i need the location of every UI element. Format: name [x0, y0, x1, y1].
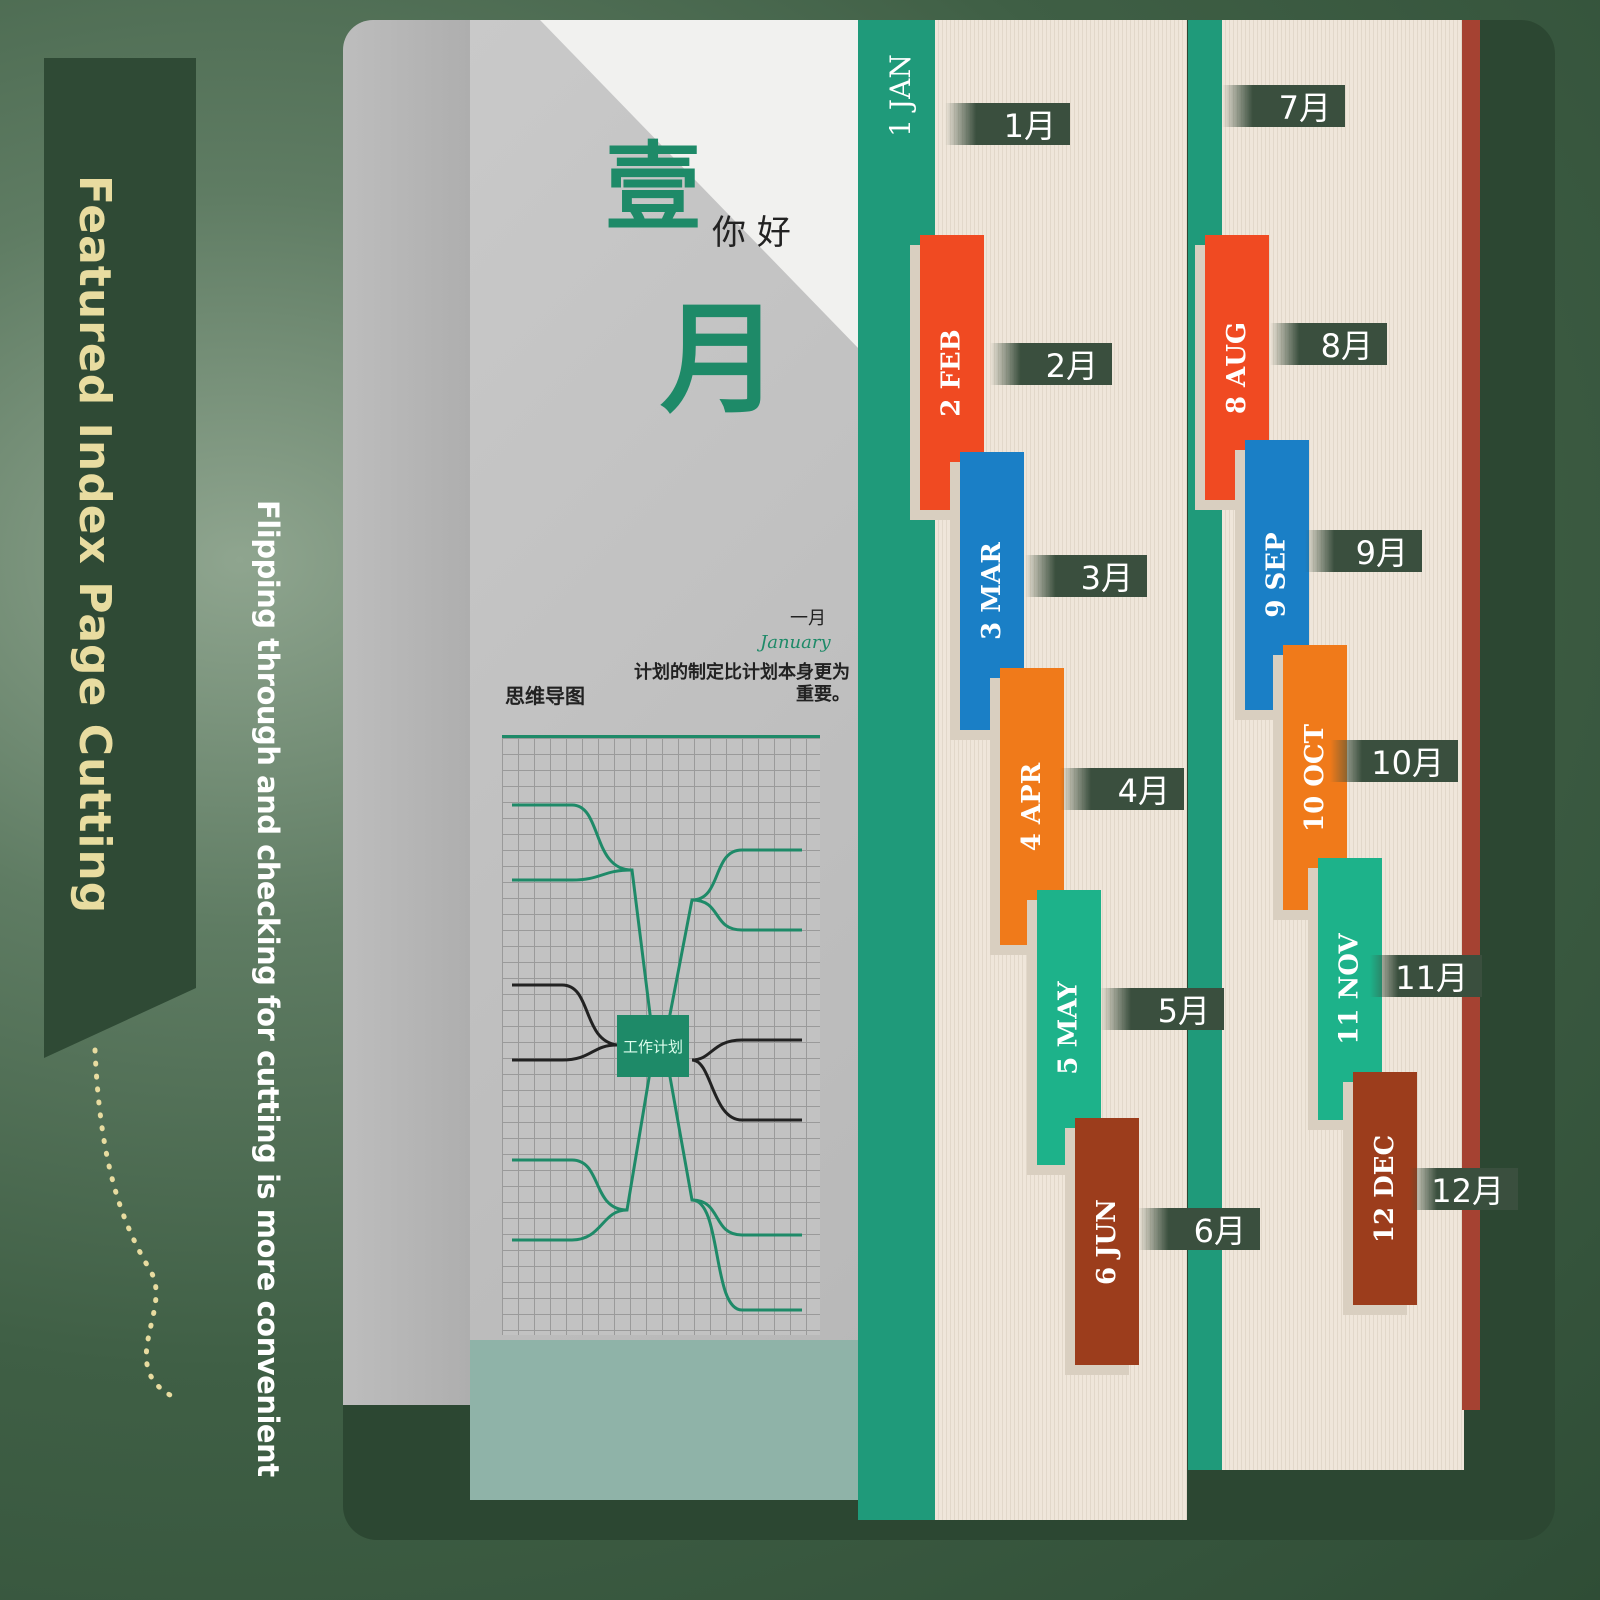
month-label-6: 6月	[1138, 1208, 1260, 1250]
subheadline: Flipping through and checking for cuttin…	[251, 500, 285, 1477]
page-bottom	[470, 1340, 860, 1500]
month-en-label: January	[760, 632, 831, 653]
book-edge	[1462, 20, 1480, 1410]
month-label-7: 7月	[1222, 85, 1345, 127]
title-banner	[44, 58, 196, 1058]
index-tab-dec[interactable]: 12 DEC	[1353, 1072, 1417, 1305]
book-cover	[343, 20, 471, 1405]
index-tab-jun[interactable]: 6 JUN	[1075, 1118, 1139, 1365]
month-label-12: 12月	[1410, 1168, 1518, 1210]
mind-map-center-box: 工作计划	[617, 1015, 689, 1077]
month-label-9: 9月	[1305, 530, 1422, 572]
month-label-8: 8月	[1270, 323, 1387, 365]
greeting: 你 好	[712, 213, 791, 253]
month-label-3: 3月	[1025, 555, 1147, 597]
big-char-month: 月	[660, 289, 780, 430]
dotted-curve-decoration	[92, 1047, 183, 1403]
month-cn-label: 一月	[790, 608, 826, 629]
headline: Featured Index Page Cutting	[69, 175, 120, 915]
month-label-2: 2月	[990, 343, 1112, 385]
quote: 计划的制定比计划本身更为重要。	[634, 662, 850, 705]
index-tab-jan[interactable]: 1 JAN	[868, 30, 932, 160]
mind-map-label: 思维导图	[505, 684, 585, 708]
month-label-10: 10月	[1330, 740, 1458, 782]
big-char-one: 壹	[605, 131, 701, 244]
greeting-char: 你	[712, 213, 746, 253]
mind-map-branches	[512, 803, 802, 1312]
month-label-4: 4月	[1060, 768, 1184, 810]
month-label-11: 11月	[1370, 955, 1482, 997]
month-label-1: 1月	[945, 103, 1070, 145]
month-label-5: 5月	[1100, 988, 1224, 1030]
greeting-char: 好	[756, 213, 791, 253]
